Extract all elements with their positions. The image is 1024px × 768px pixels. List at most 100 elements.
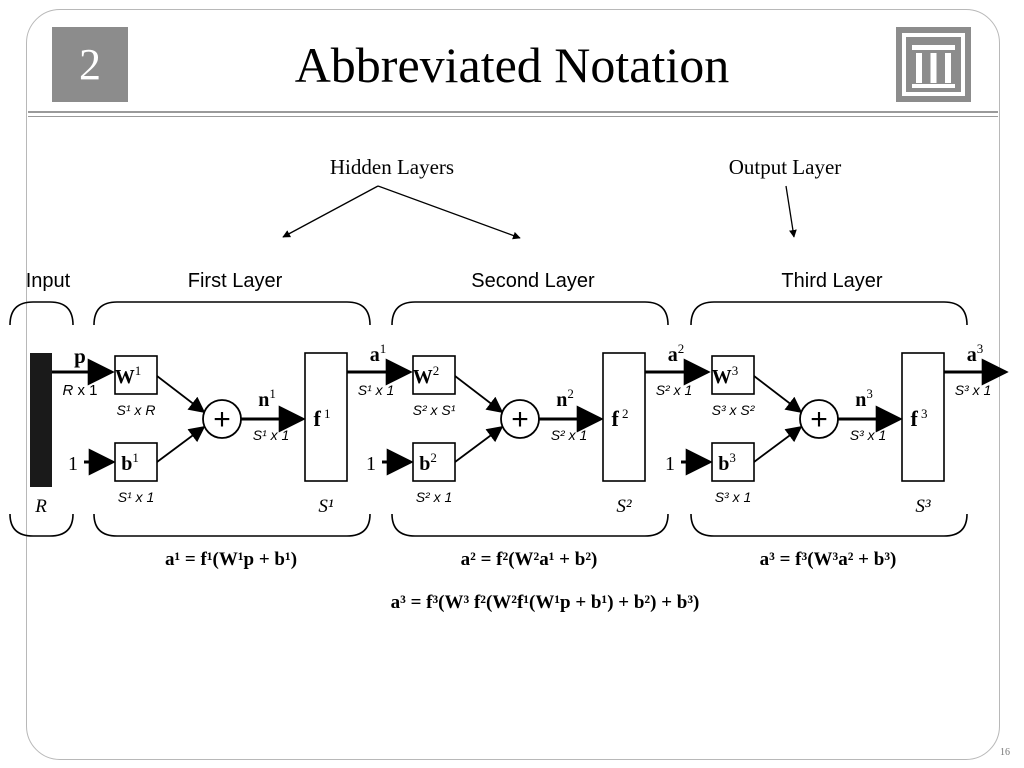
layer-2-net-label: n2 [556,386,574,411]
equation-layer-1: a¹ = f¹(W¹p + b¹) [165,549,297,570]
input-vector-bar [30,353,52,487]
layer-3-weight-box [711,355,755,395]
layer-1-weight-box [114,355,158,395]
layer-3-net-label: n3 [855,386,873,411]
layer-1-net-label-base: n [258,389,269,411]
layer-1-transfer-label-base: f [313,406,321,431]
equation-layer-2: a² = f²(W²a¹ + b²) [461,549,598,570]
layer-3-net-label-sup: 3 [866,386,873,401]
layer-2-output-label-base: a [668,344,678,366]
layer-1-weight-dim: S¹ x R [117,402,156,418]
layer-3-output-dim: S³ x 1 [955,382,992,398]
layer-3-weight-dim: S³ x S² [712,402,756,418]
chapter-number-box: 2 [52,27,128,102]
layer-3-heading: Third Layer [781,270,882,292]
layer-2-weight-label-base: W [413,366,433,388]
layer-3-bias-to-sum-arrow [753,426,803,463]
input-brace-bottom [9,513,74,537]
layer-1-brace-bottom [93,513,371,537]
output-layer-label: Output Layer [729,155,842,179]
layer-1-weight-to-sum-arrow [156,375,206,413]
layer-3-output-label-sup: 3 [977,341,984,356]
layer-1-bias-box [114,442,158,482]
layer-2-brace-bottom [391,513,669,537]
layer-2-net-label-base: n [556,389,567,411]
input-dim-label: R x 1 [62,382,97,399]
layer-1-weight-label-sup: 1 [135,363,142,378]
layer-1-transfer-box [304,352,348,482]
slide-title: Abbreviated Notation [294,37,730,93]
layer-3-bias-label-base: b [718,453,729,475]
chapter-number: 2 [79,40,101,89]
layer-1-output-dim: S¹ x 1 [358,382,395,398]
input-brace-top [9,301,74,326]
layer-2-output-label: a2 [668,341,685,366]
layer-1-bias-to-sum-arrow [156,426,206,463]
layer-3-brace-top [690,301,968,326]
hidden-arrow-left [282,185,379,238]
layer-2-size-label: S² [616,496,632,517]
layer-3-weight-label-base: W [712,366,732,388]
layer-1-output-label-base: a [370,344,380,366]
title-rule-thin [28,116,998,117]
equation-layer-3: a³ = f³(W³a² + b³) [760,549,897,570]
layer-1-brace-top [93,301,371,326]
layer-2-output-dim: S² x 1 [656,382,693,398]
page-number: 16 [1000,747,1010,758]
layer-3-net-label-base: n [855,389,866,411]
layer-3-brace-bottom [690,513,968,537]
layer-2-bias-label: b2 [419,450,437,475]
layer-1-size-label: S¹ [318,496,334,517]
layer-2-transfer-label: f 2 [611,406,628,431]
layer-2-transfer-box [602,352,646,482]
layer-1-heading: First Layer [188,270,283,292]
layer-3-transfer-box [901,352,945,482]
layer-1-output-label: a1 [370,341,387,366]
layer-2-bias-label-base: b [419,453,430,475]
layer-2-transfer-label-sup: 2 [619,406,629,421]
layer-3-net-dim: S³ x 1 [850,427,887,443]
network-diagram: Hidden Layers Output Layer Input R p R x… [9,155,1009,613]
layer-3-bias-label: b3 [718,450,736,475]
title-rule [28,111,998,113]
layer-2-brace-top [391,301,669,326]
layer-1-bias-label-sup: 1 [132,450,139,465]
columns-logo-icon [896,27,971,102]
layer-3-bias-dim: S³ x 1 [715,489,752,505]
slide-frame [26,9,1000,760]
input-dim-rest: x 1 [73,382,97,399]
layer-3-weight-label-sup: 3 [732,363,739,378]
layer-3-sum-symbol: + [810,403,828,436]
layer-2-weight-label-sup: 2 [433,363,440,378]
layer-1-net-label: n1 [258,386,276,411]
layer-2-weight-dim: S² x S¹ [413,402,456,418]
layer-3-transfer-label: f 3 [910,406,927,431]
layer-2-heading: Second Layer [471,270,595,292]
hidden-layers-label: Hidden Layers [330,155,454,179]
layer-3-weight-label: W3 [712,363,739,388]
layer-2-weight-label: W2 [413,363,440,388]
layer-3-transfer-label-base: f [910,406,918,431]
layer-1-net-dim: S¹ x 1 [253,427,290,443]
output-arrow [785,185,797,238]
layer-3-output-label: a3 [967,341,984,366]
layer-1-net-label-sup: 1 [269,386,276,401]
layer-1-transfer-label: f 1 [313,406,330,431]
layer-1-bias-label-base: b [121,453,132,475]
layer-3-weight-to-sum-arrow [753,375,803,413]
layer-2-bias-to-sum-arrow [454,426,504,463]
input-size-label: R [34,496,47,517]
combined-equation: a³ = f³(W³ f²(W²f¹(W¹p + b¹) + b²) + b³) [391,592,700,613]
layer-2-weight-box [412,355,456,395]
layer-1-weight-label: W1 [115,363,142,388]
layer-2-output-label-sup: 2 [678,341,685,356]
layer-1-bias-label: b1 [121,450,139,475]
layer-1-sum-symbol: + [213,403,231,436]
layer-2-bias-input: 1 [366,453,376,475]
layer-2-net-dim: S² x 1 [551,427,588,443]
layer-2-bias-label-sup: 2 [430,450,437,465]
input-vector-label: p [74,344,86,368]
layer-1-weight-label-base: W [115,366,135,388]
input-heading: Input [26,270,71,292]
